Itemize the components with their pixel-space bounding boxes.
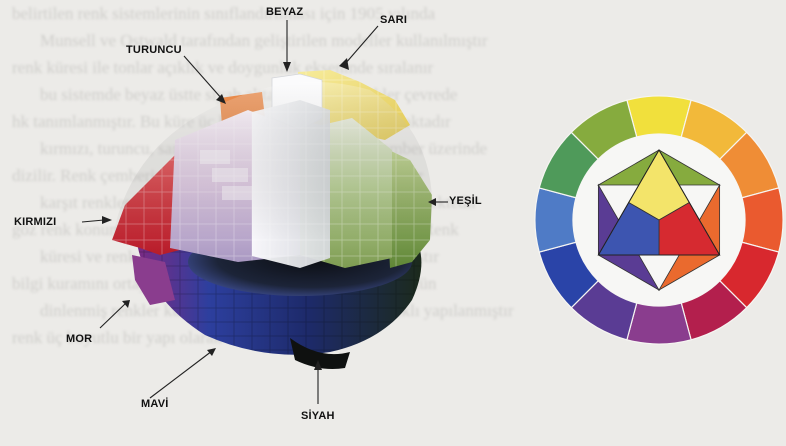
wheel-segment bbox=[741, 187, 784, 253]
color-wheel bbox=[534, 95, 784, 345]
leader-lines bbox=[81, 20, 448, 404]
wheel-segment bbox=[534, 187, 577, 253]
wheel-segment bbox=[626, 302, 692, 345]
label-mor: MOR bbox=[66, 333, 93, 345]
background-text-line: belirtilen renk sistemlerinin sınıflandı… bbox=[12, 4, 436, 23]
background-text-line: Munsell ve Ostwald tarafından geliştiril… bbox=[40, 31, 488, 50]
color-sphere bbox=[112, 70, 432, 369]
label-siyah: SİYAH bbox=[301, 410, 335, 422]
label-beyaz: BEYAZ bbox=[266, 6, 304, 18]
label-yesil: YEŞİL bbox=[449, 195, 482, 207]
wheel-segment bbox=[626, 95, 692, 138]
sphere-black-bottom bbox=[290, 338, 350, 369]
label-mavi: MAVİ bbox=[141, 398, 169, 410]
label-sari: SARI bbox=[380, 14, 408, 26]
label-turuncu: TURUNCU bbox=[126, 44, 182, 56]
wheel-triangle-outline bbox=[597, 149, 721, 256]
label-kirmizi: KIRMIZI bbox=[14, 216, 57, 228]
sphere-purple-band bbox=[132, 255, 175, 305]
